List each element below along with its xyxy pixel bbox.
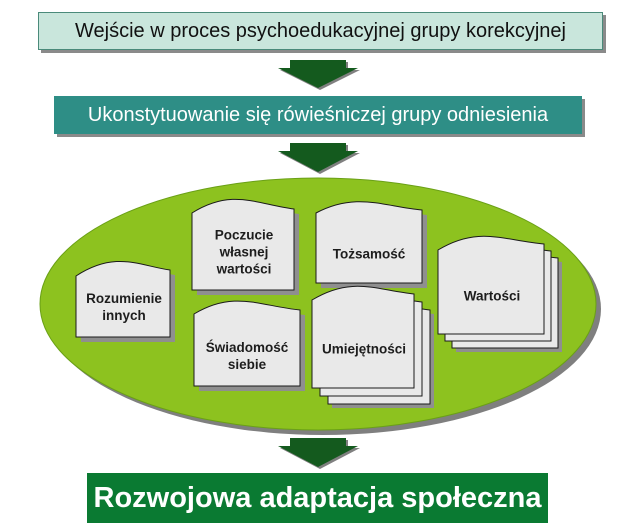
card-tozsamosc [315, 201, 427, 288]
card-umiejetnosci [311, 285, 434, 408]
card-wartosci [437, 235, 562, 352]
card-label-wartosci: Wartości [463, 288, 521, 304]
peer-group-box: Ukonstytuowanie się rówieśniczej grupy o… [54, 96, 582, 134]
card-rozumienie [75, 261, 175, 342]
arrow-1-icon [278, 60, 360, 90]
card-swiadomosc [193, 300, 305, 391]
arrow-3-icon [278, 438, 360, 469]
card-label-umiejetnosci: Umiejętności [321, 341, 407, 357]
outcome-box: Rozwojowa adaptacja społeczna [87, 473, 548, 523]
entry-process-box: Wejście w proces psychoedukacyjnej grupy… [38, 12, 603, 50]
card-label-tozsamosc: Tożsamość [332, 246, 406, 262]
card-poczucie [191, 198, 299, 295]
arrow-2-icon [278, 143, 360, 174]
